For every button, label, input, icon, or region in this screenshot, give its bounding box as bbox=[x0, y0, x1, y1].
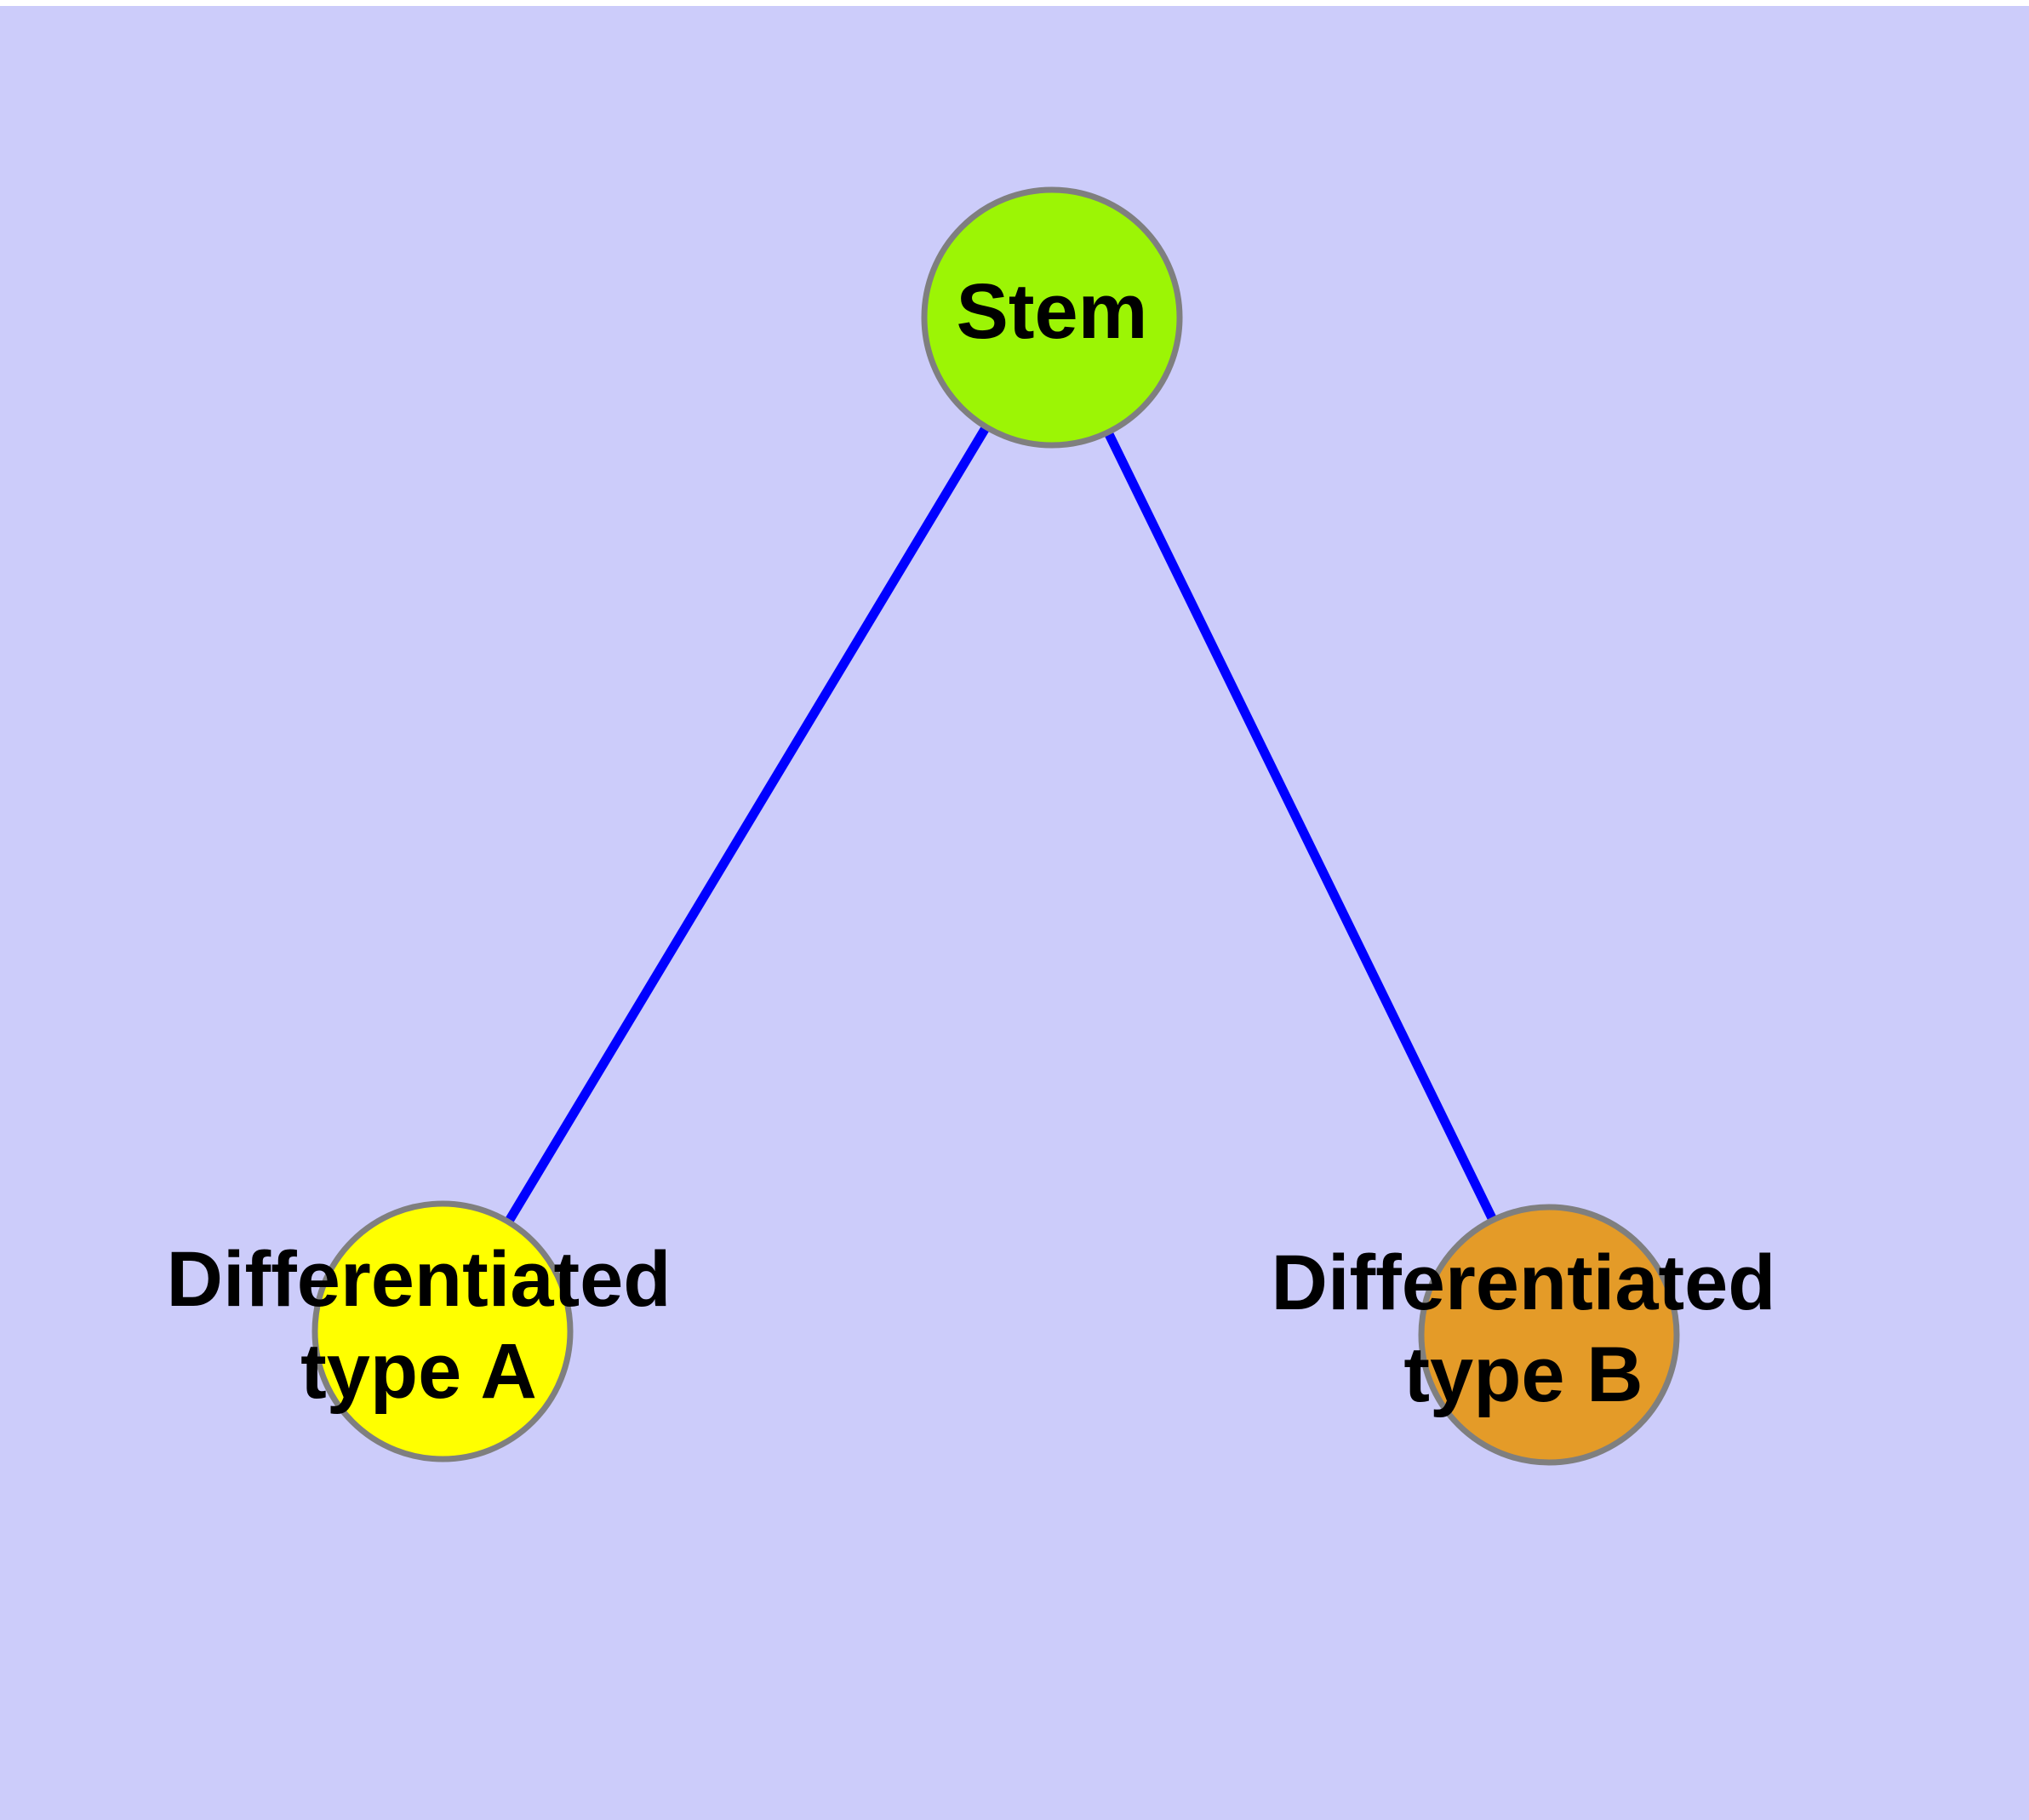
edge-stem-a[interactable] bbox=[438, 315, 1056, 1334]
node-circle-stem[interactable] bbox=[921, 186, 1183, 449]
node-label-line: Stem bbox=[957, 268, 1148, 355]
node-stem[interactable]: Stem bbox=[921, 186, 1183, 449]
node-circle-diff_b[interactable] bbox=[1418, 1204, 1680, 1466]
node-label-line: type A bbox=[300, 1328, 537, 1415]
node-circle-diff_a[interactable] bbox=[311, 1200, 574, 1462]
edge-stem-b[interactable] bbox=[1048, 315, 1553, 1337]
node-label-line: Differentiated bbox=[1272, 1239, 1776, 1326]
edges-group bbox=[438, 315, 1553, 1337]
node-label-stem: Stem bbox=[957, 268, 1148, 355]
node-label-line: type B bbox=[1403, 1331, 1643, 1418]
node-label-line: Differentiated bbox=[167, 1236, 672, 1323]
